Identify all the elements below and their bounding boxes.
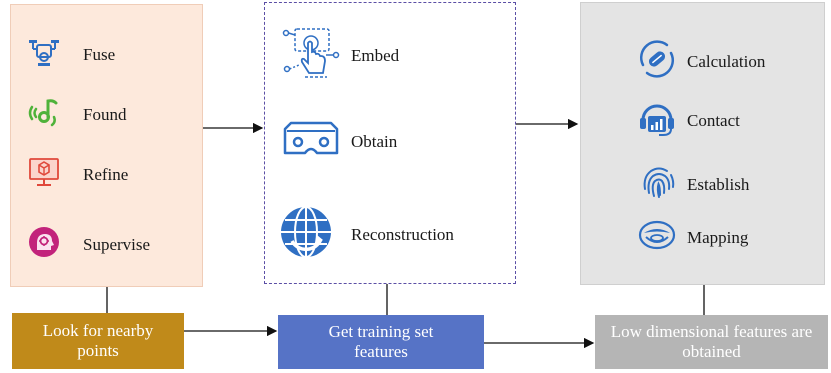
panel3-label: Contact xyxy=(687,110,740,130)
panel-left: Fuse Found Refine xyxy=(10,4,203,287)
panel2-label: Obtain xyxy=(351,131,398,151)
panel1-label: Fuse xyxy=(83,44,116,64)
drone-icon xyxy=(27,35,61,74)
globe-refresh-icon xyxy=(277,203,335,266)
panel1-item-refine: Refine xyxy=(27,155,128,194)
panel3-label: Calculation xyxy=(687,51,766,71)
panel2-item-obtain: Obtain xyxy=(281,117,397,166)
panel2-label: Reconstruction xyxy=(351,224,454,244)
panel3-item-mapping: Mapping xyxy=(637,217,748,258)
step-box-look-for-nearby-points: Look for nearby points xyxy=(12,313,184,369)
panel1-label: Supervise xyxy=(83,234,151,254)
mouth-icon xyxy=(637,217,677,258)
vr-headset-icon xyxy=(281,117,341,166)
panel-right: Calculation Contact xyxy=(580,2,825,285)
panel1-item-fuse: Fuse xyxy=(27,35,115,74)
panel1-label: Refine xyxy=(83,164,129,184)
panel3-item-establish: Establish xyxy=(639,163,749,206)
panel1-item-supervise: Supervise xyxy=(27,225,150,264)
pill-circle-icon xyxy=(637,39,677,84)
panel1-item-found: Found xyxy=(27,95,126,134)
panel3-label: Mapping xyxy=(687,227,749,247)
headset-chart-icon xyxy=(637,98,677,143)
fingerprint-icon xyxy=(639,163,677,206)
panel2-item-reconstruction: Reconstruction xyxy=(277,203,454,266)
panel3-item-contact: Contact xyxy=(637,98,740,143)
panel-middle: Embed Obtain Reconstruct xyxy=(264,2,516,284)
monitor-box-icon xyxy=(27,155,61,194)
panel2-item-embed: Embed xyxy=(281,25,399,86)
panel2-label: Embed xyxy=(351,45,400,65)
step-box-label: Low dimensional features are obtained xyxy=(610,322,813,361)
panel3-label: Establish xyxy=(687,174,750,194)
step-box-get-training-set-features: Get training set features xyxy=(278,315,484,369)
signal-note-icon xyxy=(27,95,61,134)
panel3-item-calculation: Calculation xyxy=(637,39,765,84)
head-chip-icon xyxy=(27,225,61,264)
step-box-label: Look for nearby points xyxy=(42,321,154,360)
step-box-label: Get training set features xyxy=(328,322,434,361)
step-box-low-dimensional-features: Low dimensional features are obtained xyxy=(595,315,828,369)
panel1-label: Found xyxy=(83,104,127,124)
touch-network-icon xyxy=(281,25,341,86)
